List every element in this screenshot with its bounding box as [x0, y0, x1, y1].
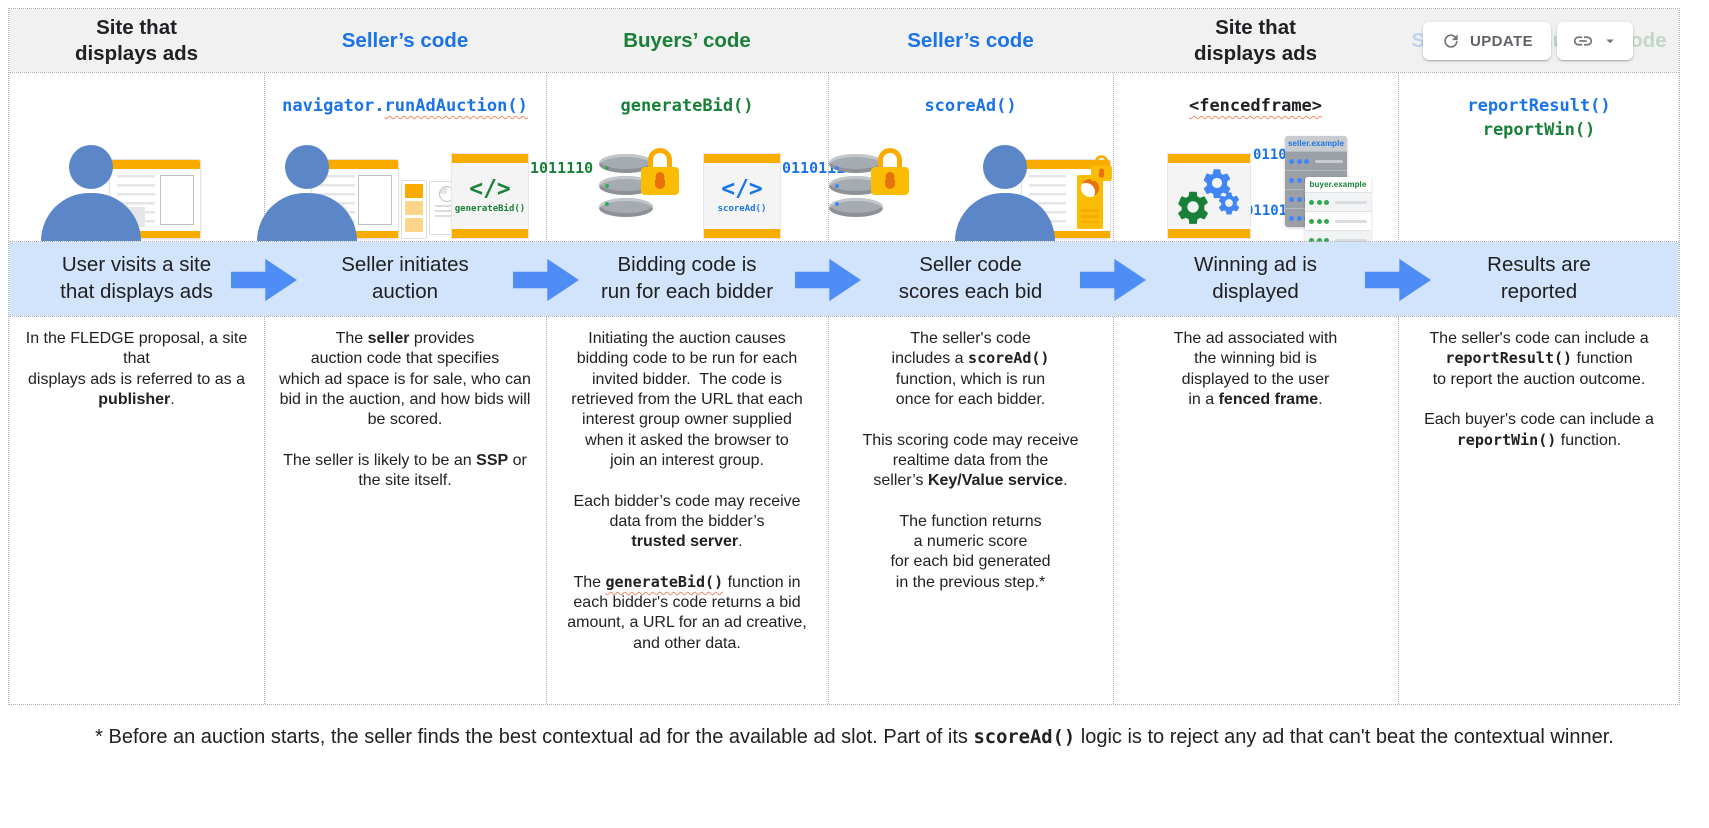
update-button-label: UPDATE	[1470, 32, 1533, 50]
footnote: * Before an auction starts, the seller f…	[95, 726, 1614, 748]
code-run-ad-auction: navigator.runAdAuction()	[282, 96, 528, 116]
illustration-row: navigator.runAdAuction() generateBid() s…	[9, 73, 1679, 249]
code-generate-bid: generateBid()	[620, 96, 754, 116]
link-icon	[1573, 36, 1592, 46]
code-report-functions: reportResult()reportWin()	[1467, 96, 1611, 140]
header-sellers-code-1: Seller’s code	[341, 28, 469, 52]
column-divider	[1398, 9, 1399, 704]
code-fenced-frame: <fencedframe>	[1188, 96, 1323, 116]
column-divider	[264, 9, 265, 704]
header-buyers-code: Buyers’ code	[623, 28, 751, 52]
chevron-down-icon	[1605, 39, 1614, 44]
column-divider	[1113, 9, 1114, 704]
refresh-icon	[1444, 34, 1458, 48]
column-divider	[546, 9, 547, 704]
header-sellers-code-2: Seller’s code	[907, 28, 1034, 52]
column-divider	[828, 9, 829, 704]
code-score-ad: scoreAd()	[924, 96, 1017, 116]
link-dropdown-button[interactable]	[1557, 22, 1633, 60]
code-cell-1	[9, 73, 264, 241]
update-button[interactable]: UPDATE	[1423, 22, 1551, 60]
